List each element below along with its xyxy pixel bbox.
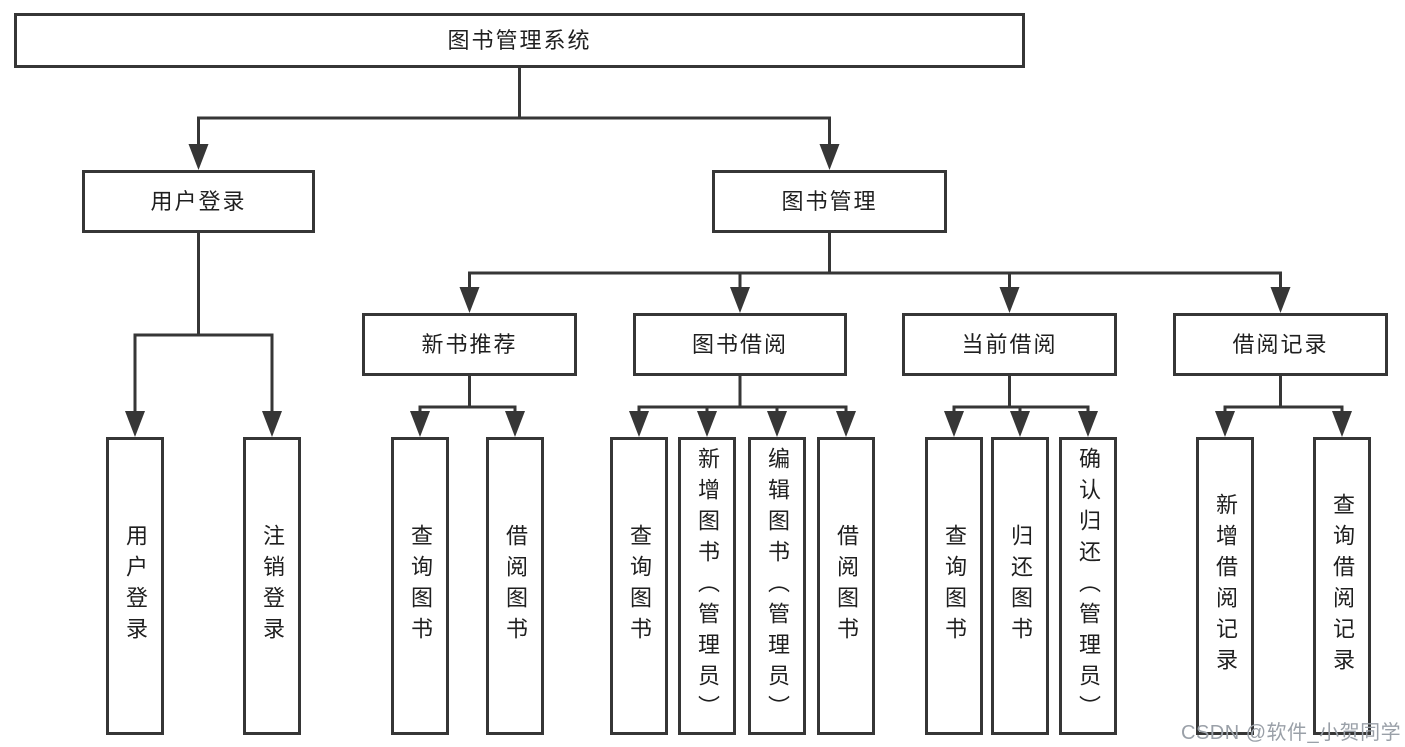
connector-path xyxy=(1223,374,1344,419)
node-query-borrow-record: 查询借阅记录 xyxy=(1313,437,1371,735)
node-query-books-bor: 查询图书 xyxy=(610,437,668,735)
node-borrow-books-rec: 借阅图书 xyxy=(486,437,544,735)
node-borrow-records: 借阅记录 xyxy=(1173,313,1388,376)
arrowhead xyxy=(188,144,209,170)
node-book-management: 图书管理 xyxy=(712,170,947,233)
arrowhead xyxy=(125,411,145,437)
node-add-books-admin: 新增图书（管理员） xyxy=(678,437,736,735)
arrowhead xyxy=(262,411,282,437)
connector-new-book-recommend xyxy=(410,374,525,437)
arrowhead xyxy=(1332,411,1352,437)
arrowhead xyxy=(944,411,964,437)
arrowhead xyxy=(629,411,649,437)
connector-root xyxy=(188,66,840,170)
node-logout-leaf: 注销登录 xyxy=(243,437,301,735)
node-user-login: 用户登录 xyxy=(82,170,315,233)
node-user-login-leaf: 用户登录 xyxy=(106,437,164,735)
connector-path xyxy=(197,66,831,152)
connector-path xyxy=(637,374,848,419)
arrowhead xyxy=(505,411,525,437)
watermark: CSDN @软件_小贺同学 xyxy=(1181,722,1402,744)
connector-borrow-records xyxy=(1215,374,1352,437)
connector-path xyxy=(418,374,517,419)
connector-user-login xyxy=(125,231,282,437)
node-query-books-rec: 查询图书 xyxy=(391,437,449,735)
node-book-borrow: 图书借阅 xyxy=(633,313,847,376)
connector-path xyxy=(133,231,274,419)
arrowhead xyxy=(410,411,430,437)
node-confirm-return-admin: 确认归还（管理员） xyxy=(1059,437,1117,735)
arrowhead xyxy=(999,287,1020,313)
arrowhead xyxy=(459,287,480,313)
arrowhead xyxy=(836,411,856,437)
connector-path xyxy=(952,374,1090,419)
arrowhead xyxy=(819,144,840,170)
node-borrow-books-leaf: 借阅图书 xyxy=(817,437,875,735)
node-new-book-recommend: 新书推荐 xyxy=(362,313,577,376)
arrowhead xyxy=(697,411,717,437)
arrowhead xyxy=(1270,287,1291,313)
node-edit-books-admin: 编辑图书（管理员） xyxy=(748,437,806,735)
connector-book-borrow xyxy=(629,374,856,437)
arrowhead xyxy=(1078,411,1098,437)
arrowhead xyxy=(730,287,750,313)
arrowhead xyxy=(1215,411,1235,437)
node-add-borrow-record: 新增借阅记录 xyxy=(1196,437,1254,735)
connector-current-borrow xyxy=(944,374,1098,437)
connector-book-management xyxy=(459,231,1291,313)
arrowhead xyxy=(767,411,787,437)
connector-path xyxy=(468,231,1282,295)
node-return-books: 归还图书 xyxy=(991,437,1049,735)
node-root: 图书管理系统 xyxy=(14,13,1025,68)
node-query-books-cur: 查询图书 xyxy=(925,437,983,735)
node-current-borrow: 当前借阅 xyxy=(902,313,1117,376)
arrowhead xyxy=(1010,411,1030,437)
